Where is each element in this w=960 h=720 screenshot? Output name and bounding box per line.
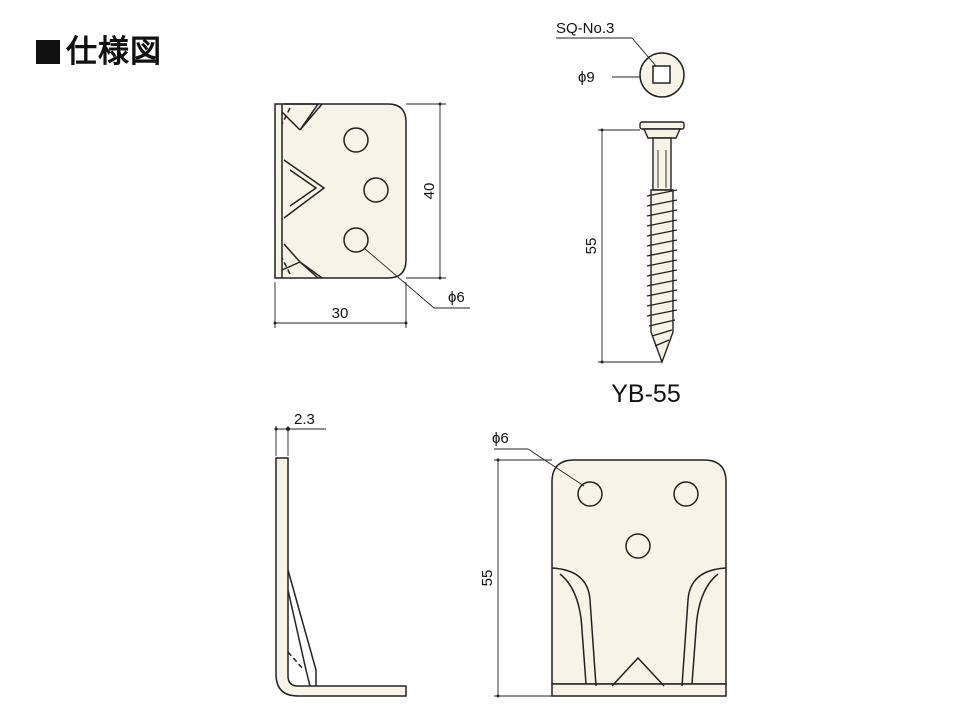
top-width-label: 30 bbox=[332, 305, 349, 322]
screw-length-label: 55 bbox=[583, 238, 600, 255]
front-height-label: 55 bbox=[479, 570, 496, 587]
bracket-front-view bbox=[551, 459, 727, 697]
page-title: 仕様図 bbox=[36, 26, 162, 71]
page-title-text: 仕様図 bbox=[66, 34, 162, 70]
model-label: YB-55 bbox=[611, 380, 680, 408]
front-hole-label: ϕ6 bbox=[492, 430, 509, 447]
top-hole-label: ϕ6 bbox=[448, 289, 465, 306]
screw-head-view bbox=[639, 52, 685, 98]
thickness-label: 2.3 bbox=[294, 411, 315, 428]
thickness-dimension bbox=[274, 426, 326, 456]
head-diameter-label: ϕ9 bbox=[578, 69, 595, 86]
bracket-side-profile bbox=[275, 457, 407, 697]
front-view-dimensions bbox=[494, 448, 585, 698]
top-view-dimensions bbox=[273, 102, 470, 328]
screw-head-leaders bbox=[556, 37, 657, 78]
square-drive-label: SQ-No.3 bbox=[556, 20, 614, 37]
title-square-icon bbox=[36, 40, 60, 64]
screw-side-view bbox=[639, 121, 685, 365]
screw-length-dimension bbox=[598, 128, 662, 364]
bracket-top-view bbox=[274, 103, 407, 279]
top-height-label: 40 bbox=[421, 183, 438, 200]
